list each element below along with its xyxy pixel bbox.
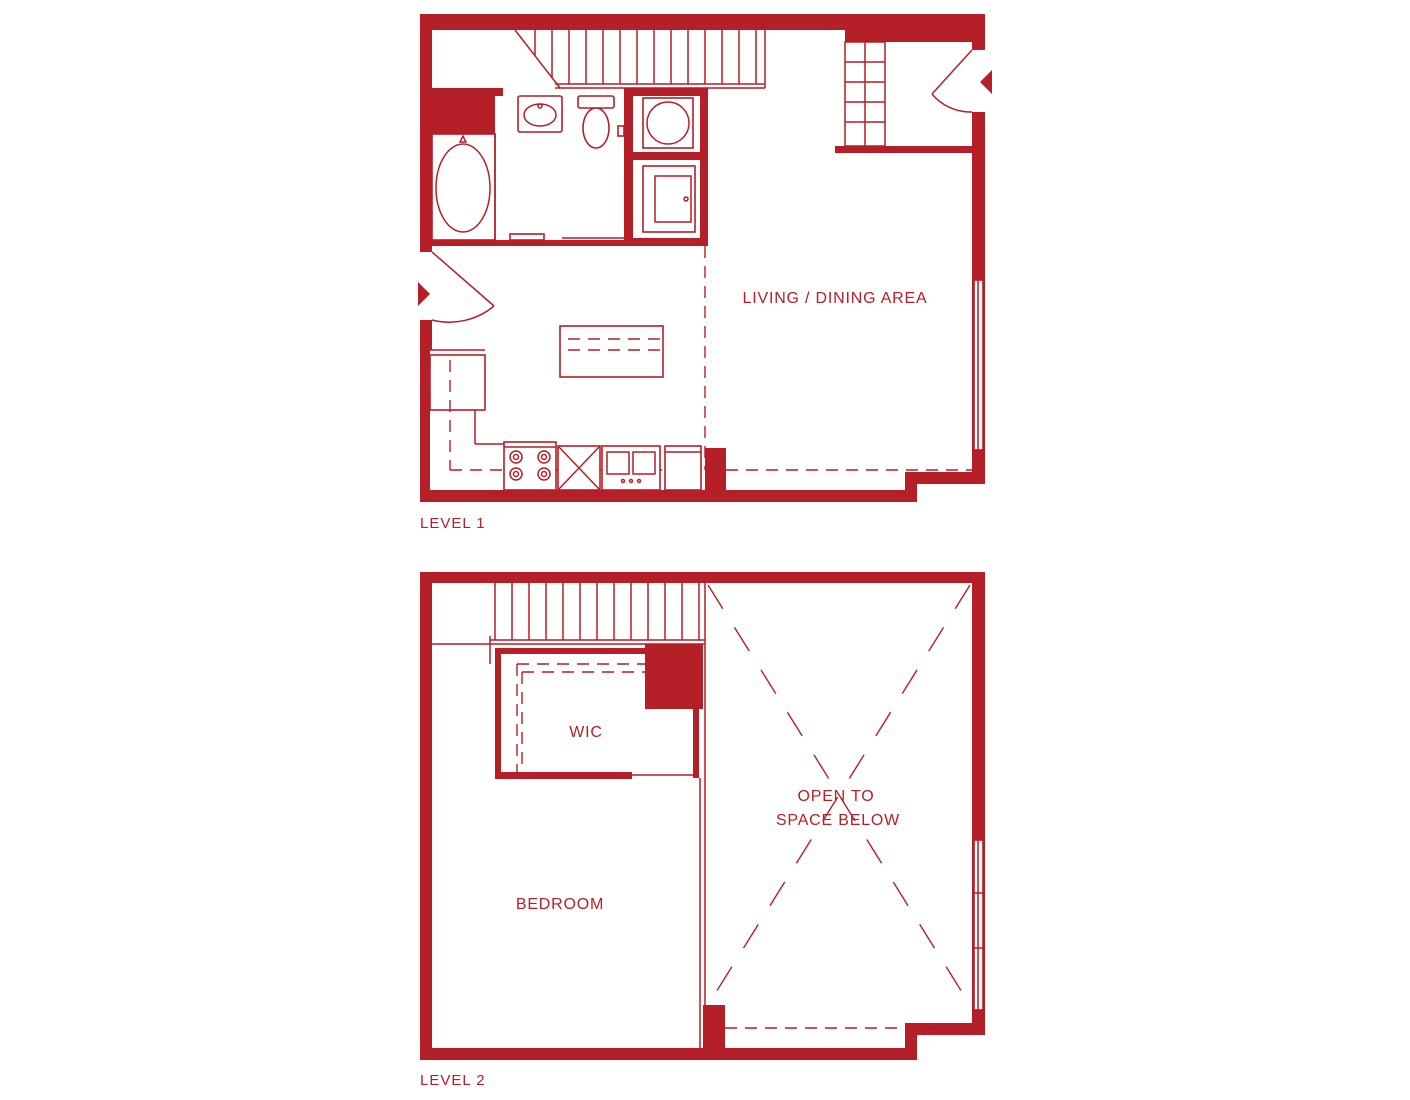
level-1-interior-walls — [432, 88, 708, 246]
door-swing-icon — [431, 251, 495, 323]
open-to-label: OPEN TO — [797, 788, 874, 805]
level-1-exterior-walls — [420, 14, 985, 502]
bedroom-label: BEDROOM — [516, 896, 604, 913]
sink-icon — [517, 95, 563, 133]
door-swing-icon — [931, 49, 973, 113]
dishwasher-icon — [557, 445, 601, 491]
entry-arrow-icon — [418, 282, 430, 306]
wic-label: WIC — [569, 724, 603, 741]
wic-walls — [495, 644, 703, 779]
washer-icon — [642, 97, 694, 149]
level-2-window — [972, 839, 985, 1011]
stair-icon — [534, 30, 757, 84]
level-1-plan: LIVING / DINING AREA — [418, 14, 992, 502]
toilet-icon — [577, 95, 615, 149]
space-below-label: SPACE BELOW — [776, 812, 900, 829]
level-1-stairs — [514, 29, 766, 89]
level-2-plan: WIC OPEN TO SPACE BELOW BEDROOM — [420, 572, 985, 1060]
stove-icon — [503, 441, 557, 491]
refrigerator-icon — [664, 445, 702, 491]
entry-arrow-icon — [980, 70, 992, 94]
bathtub-icon — [431, 133, 496, 241]
level-2-label: LEVEL 2 — [420, 1072, 486, 1089]
kitchen-counter — [429, 246, 972, 471]
open-to-below-marker — [707, 584, 972, 1029]
level-2-stairs — [432, 583, 706, 1048]
stair-icon — [494, 583, 700, 640]
living-dining-label: LIVING / DINING AREA — [743, 290, 928, 307]
level-1-side-stairs — [844, 41, 886, 147]
level-1-label: LEVEL 1 — [420, 515, 486, 532]
kitchen-sink-icon — [601, 445, 661, 491]
kitchen-island — [559, 325, 664, 378]
dryer-icon — [642, 165, 696, 233]
level-1-window — [973, 279, 984, 451]
